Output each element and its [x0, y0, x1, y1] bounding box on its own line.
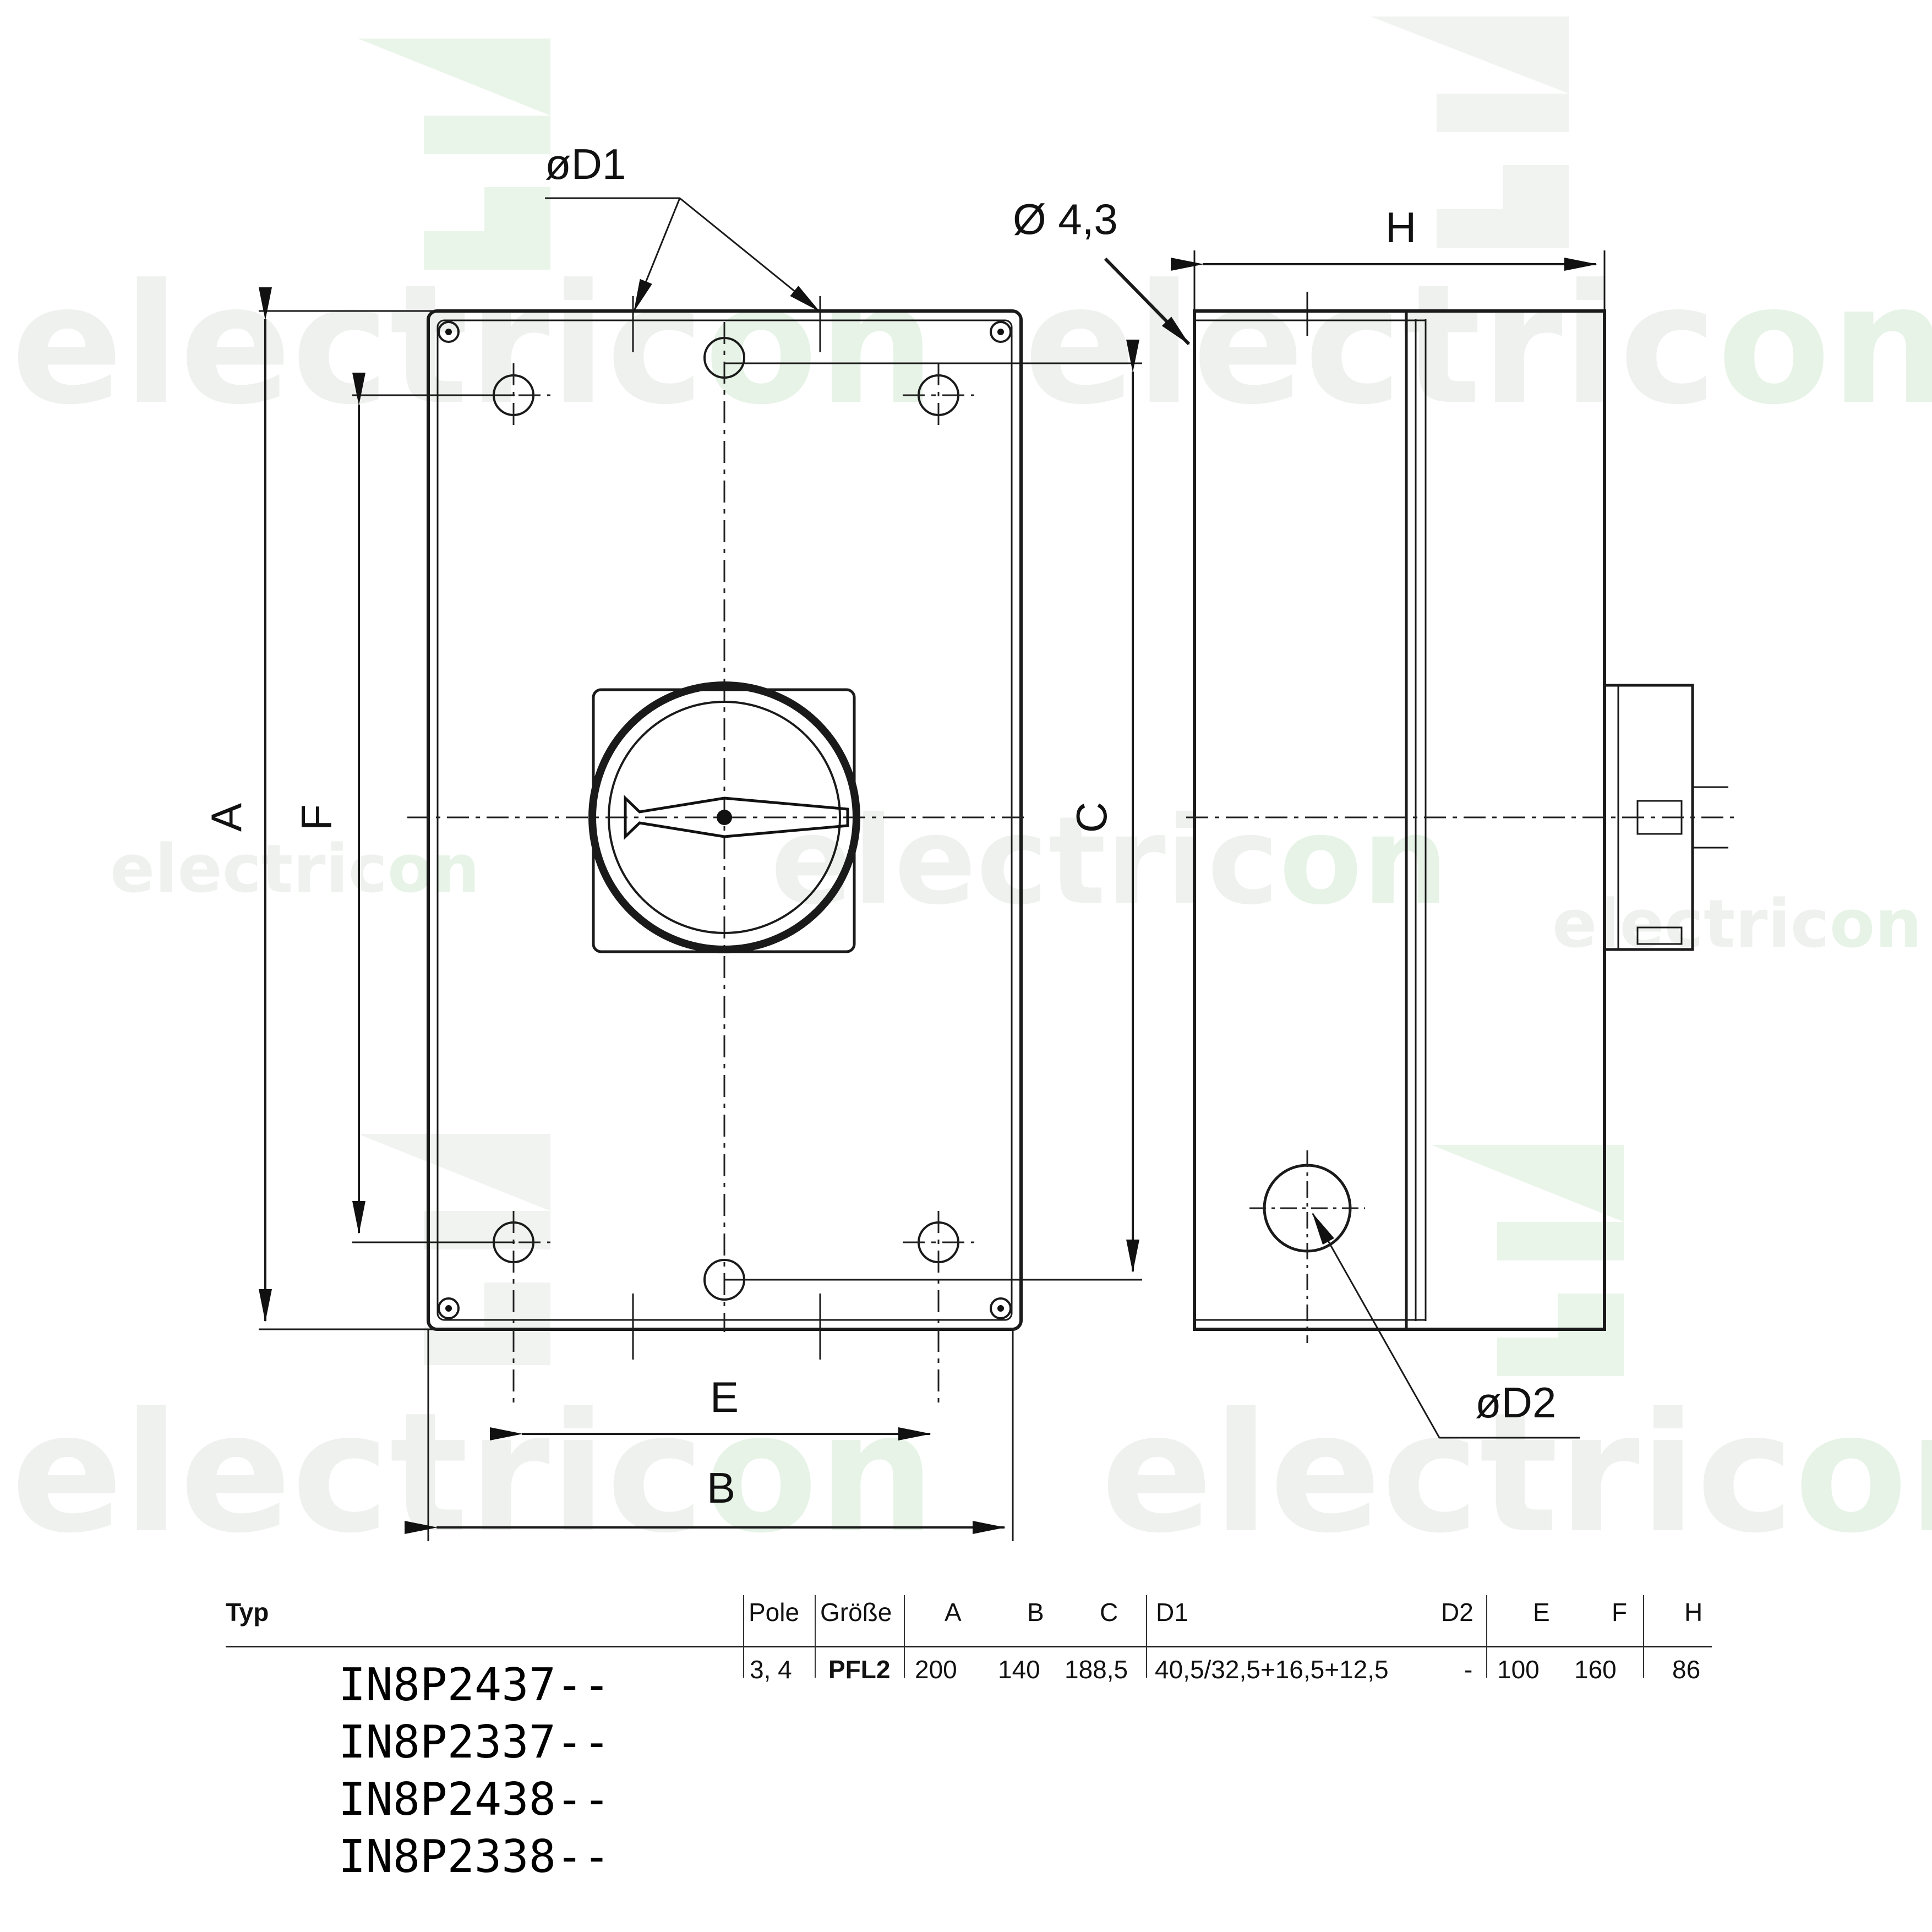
th-c: C	[1100, 1598, 1118, 1627]
dim-c: C	[724, 340, 1142, 1281]
watermark-text: electricon electricon electricon electri…	[11, 249, 1932, 1569]
dim-b-label: B	[707, 1464, 735, 1512]
watermark-text-2: electricon	[1024, 249, 1932, 441]
type-item: IN8P2337--	[339, 1716, 610, 1769]
col-divider	[1643, 1595, 1644, 1678]
corner-screw-icon	[990, 1297, 1012, 1319]
type-item: IN8P2438--	[339, 1773, 610, 1826]
dim-hole: Ø 4,3	[1013, 195, 1308, 346]
dim-hole-label: Ø 4,3	[1013, 195, 1118, 243]
dim-a-label: A	[202, 803, 250, 832]
watermark-logo-icon	[358, 39, 550, 270]
col-divider	[743, 1595, 744, 1678]
td-pole: 3, 4	[750, 1655, 792, 1684]
corner-screw-icon	[990, 321, 1012, 343]
td-h: 86	[1672, 1655, 1701, 1684]
td-e: 100	[1497, 1655, 1540, 1684]
front-view: A F C E B	[202, 140, 1142, 1541]
dim-d1-label: øD1	[545, 140, 626, 188]
corner-screws	[438, 321, 1012, 1319]
th-d1: D1	[1156, 1598, 1188, 1627]
cable-entry-hole-icon	[1263, 1164, 1352, 1253]
td-groesse: PFL2	[828, 1655, 891, 1684]
watermark-text-7: electricon	[1552, 886, 1922, 963]
switch-pivot-icon	[717, 810, 732, 825]
watermark-logo-icon	[1431, 1145, 1624, 1376]
spec-table: Typ Pole Größe A B C D1 D2 E F H 3, 4 PF…	[226, 1591, 1712, 1684]
th-d2: D2	[1441, 1598, 1473, 1627]
dim-f-label: F	[292, 804, 341, 831]
table-header-rule	[226, 1646, 1712, 1647]
td-f: 160	[1574, 1655, 1617, 1684]
dim-h-label: H	[1385, 203, 1416, 252]
watermark-text-6: electricon	[771, 790, 1449, 931]
cable-entry: øD2	[1249, 1150, 1580, 1439]
col-divider	[1486, 1595, 1487, 1678]
td-b: 140	[998, 1655, 1040, 1684]
th-pole: Pole	[749, 1598, 800, 1627]
watermark-logo-icon	[358, 1134, 550, 1365]
td-d2: -	[1464, 1655, 1473, 1684]
dim-e-label: E	[710, 1373, 739, 1421]
switch-ring-outer	[588, 681, 860, 953]
type-item: IN8P2437--	[339, 1659, 610, 1711]
col-divider	[815, 1595, 816, 1678]
th-a: A	[945, 1598, 962, 1627]
side-view: øD2 Ø 4,3 H	[1013, 195, 1734, 1439]
type-list: IN8P2437-- IN8P2337-- IN8P2438-- IN8P233…	[339, 1657, 610, 1886]
watermark-logo-icon	[1371, 17, 1569, 248]
th-b: B	[1027, 1598, 1044, 1627]
dim-a: A	[202, 287, 435, 1330]
col-divider	[904, 1595, 905, 1678]
switch-ring-inner	[608, 701, 841, 934]
td-a: 200	[915, 1655, 957, 1684]
td-c: 188,5	[1065, 1655, 1128, 1684]
dim-h: H	[1171, 203, 1606, 311]
watermark-text-5: electricon	[110, 831, 480, 908]
watermark-logos	[358, 17, 1624, 1376]
watermark-text-4: electricon	[1101, 1377, 1932, 1569]
th-f: F	[1612, 1598, 1628, 1627]
switch-handle-icon	[624, 795, 849, 840]
type-item: IN8P2338--	[339, 1831, 610, 1883]
dim-b: B	[405, 1329, 1014, 1541]
col-divider	[1146, 1595, 1147, 1678]
th-h: H	[1684, 1598, 1703, 1627]
dim-f: F	[292, 373, 515, 1243]
corner-screw-icon	[438, 1297, 460, 1319]
th-typ: Typ	[226, 1598, 269, 1627]
watermark-text-1: electricon	[11, 249, 935, 441]
rotary-switch	[588, 681, 860, 953]
td-d1: 40,5/32,5+16,5+12,5	[1155, 1655, 1389, 1684]
dim-d1: øD1	[545, 140, 821, 1360]
dim-c-label: C	[1067, 802, 1116, 833]
dim-d2-label: øD2	[1475, 1378, 1556, 1427]
watermark-text-3: electricon	[11, 1377, 935, 1569]
th-e: E	[1533, 1598, 1550, 1627]
dim-e: E	[490, 1373, 931, 1440]
corner-screw-icon	[438, 321, 460, 343]
th-groesse: Größe	[820, 1598, 892, 1627]
